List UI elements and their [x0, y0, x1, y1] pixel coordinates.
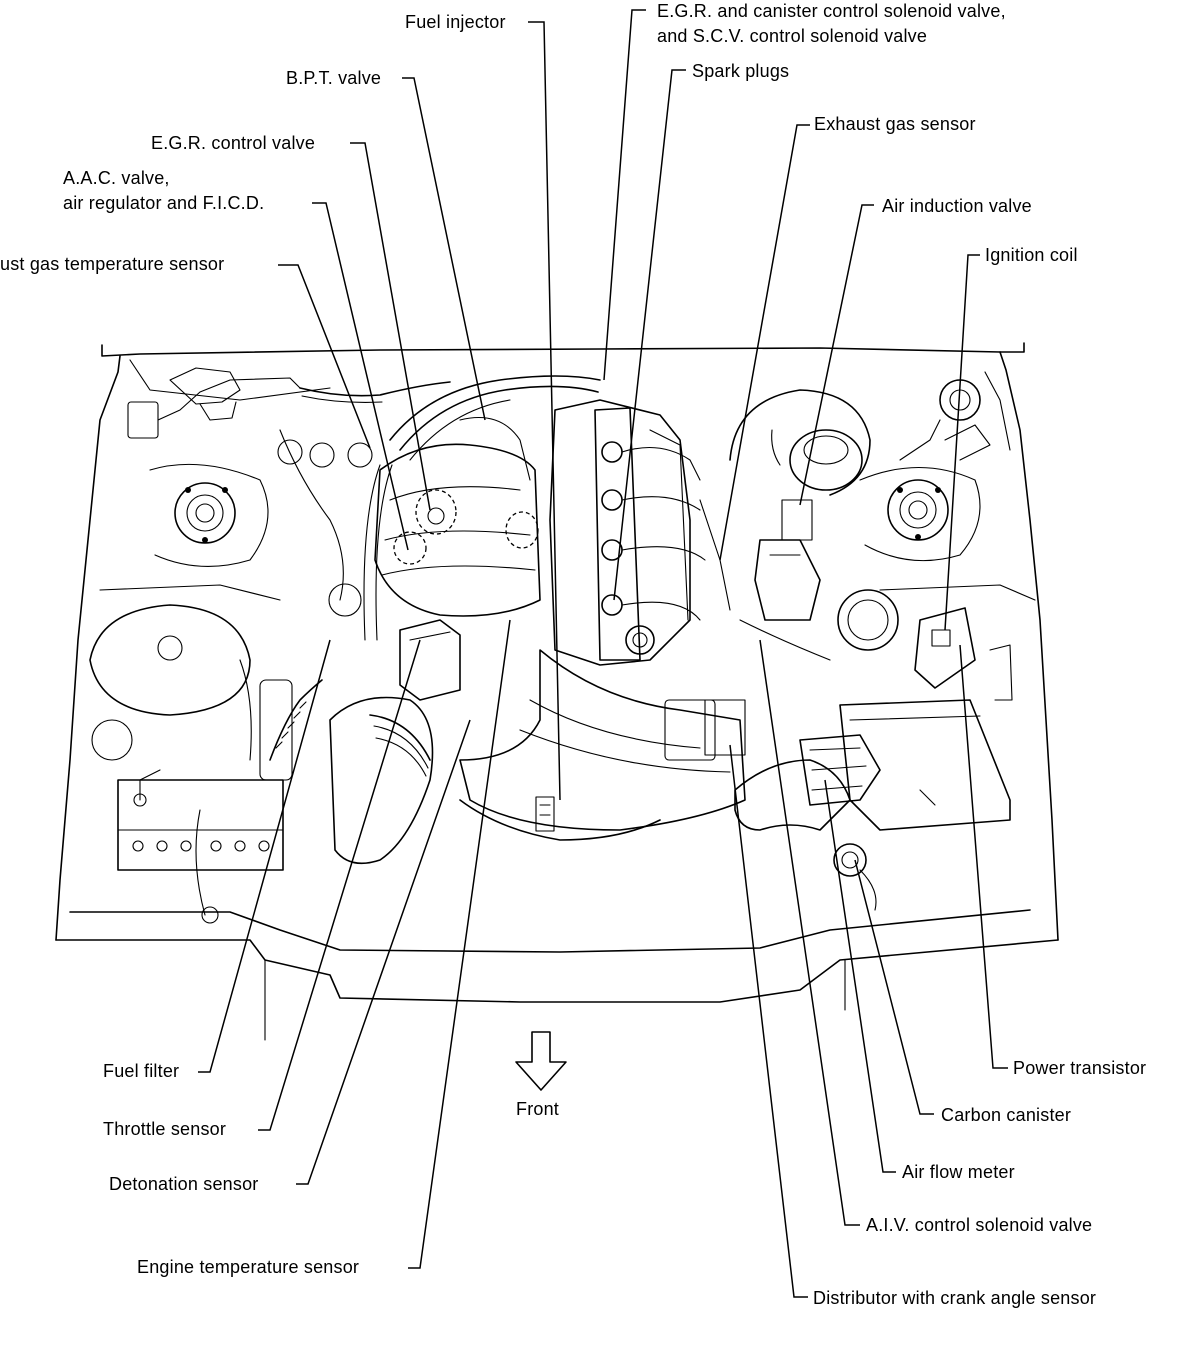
label-egr-control-valve: E.G.R. control valve	[151, 133, 316, 153]
leader-lines	[198, 9, 1008, 1298]
label-exhaust-gas-temp-sensor: ust gas temperature sensor	[0, 254, 225, 274]
label-front: Front	[516, 1099, 560, 1119]
label-distributor: Distributor with crank angle sensor	[813, 1288, 1097, 1308]
label-air-induction-valve: Air induction valve	[882, 196, 1032, 216]
label-egr-canister-solenoid-line2: and S.C.V. control solenoid valve	[657, 26, 928, 46]
label-engine-temp-sensor: Engine temperature sensor	[137, 1257, 360, 1277]
engine-head	[459, 399, 746, 841]
label-carbon-canister: Carbon canister	[941, 1105, 1072, 1125]
label-fuel-injector: Fuel injector	[405, 12, 506, 32]
label-exhaust-gas-sensor: Exhaust gas sensor	[814, 114, 976, 134]
label-aac-valve-line1: A.A.C. valve,	[63, 168, 170, 188]
label-fuel-filter: Fuel filter	[103, 1061, 180, 1081]
label-aac-valve-line2: air regulator and F.I.C.D.	[63, 193, 265, 213]
label-spark-plugs: Spark plugs	[692, 61, 790, 81]
left-components	[89, 367, 451, 924]
label-ignition-coil: Ignition coil	[985, 245, 1078, 265]
engine-bay-outline	[55, 342, 1059, 1041]
label-aiv-control-solenoid: A.I.V. control solenoid valve	[866, 1215, 1093, 1235]
label-air-flow-meter: Air flow meter	[902, 1162, 1015, 1182]
label-detonation-sensor: Detonation sensor	[109, 1174, 259, 1194]
label-power-transistor: Power transistor	[1013, 1058, 1147, 1078]
label-throttle-sensor: Throttle sensor	[103, 1119, 227, 1139]
right-components	[699, 379, 1013, 911]
label-egr-canister-solenoid-line1: E.G.R. and canister control solenoid val…	[657, 1, 1006, 21]
label-bpt-valve: B.P.T. valve	[286, 68, 382, 88]
front-arrow	[515, 1031, 567, 1091]
